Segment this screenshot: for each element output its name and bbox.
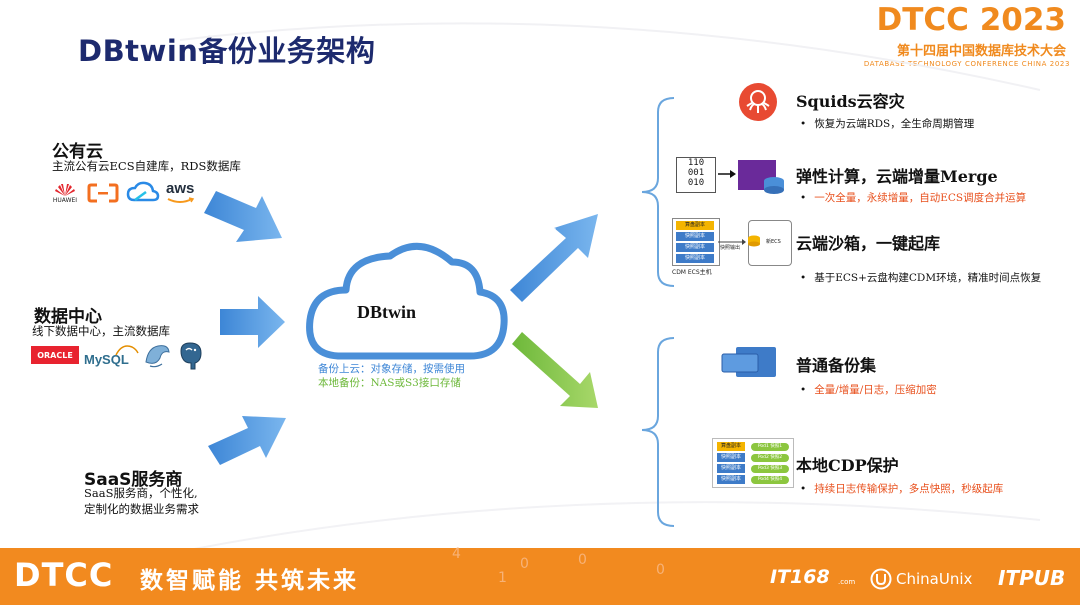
dtcc-logo: DTCC 2023 [876,2,1066,38]
backup-set-desc: •全量/增量/日志，压缩加密 [800,384,937,396]
squids-logo [738,82,778,122]
sandbox-diagram: 算盘副本 快照副本 快照副本 快照副本 CDM ECS主机 快照输出 新ECS [672,218,792,276]
backup-set-icon [721,347,776,377]
cdp-row: 快照副本 [717,453,745,462]
footer-decoration: 4 [452,546,461,562]
huawei-icon [55,183,75,196]
footer-slogan: 数智赋能 共筑未来 [140,568,360,594]
public-cloud-desc: 主流公有云ECS自建库，RDS数据库 [52,159,241,173]
mysql-dolphin-icon [115,345,139,356]
squid-icon [739,83,777,121]
arrow-data-center [220,296,285,348]
footer-decoration: 0 [578,552,587,568]
bracket-cloud [641,97,675,287]
footer-decoration: 0 [656,562,665,578]
label-backup-to-cloud: 备份上云 [508,223,557,237]
saas-desc-line1: SaaS服务商，个性化, [84,486,198,500]
tencent-cloud-logo [126,180,160,206]
footer-brand: DTCC [14,556,114,594]
dbtwin-label: DBtwin [357,302,417,322]
it168-suffix: .com [838,578,856,586]
footer-decoration: 0 [520,556,529,572]
data-center-title: 数据中心 [34,307,102,327]
saas-desc-line2: 定制化的数据业务需求 [84,502,199,516]
cdp-row: 算盘副本 [717,442,745,451]
arrow-public-cloud [204,191,282,242]
dbtwin-cloud [306,242,508,360]
cdp-row: 快照副本 [717,464,745,473]
mariadb-logo [142,340,172,370]
postgresql-elephant-icon [180,342,202,370]
cdp-diagram: 算盘副本 快照副本 快照副本 快照副本 Pod1 快照1 Pod2 快照2 Po… [712,438,794,488]
aws-smile-icon [167,197,195,203]
merge-diagram [718,160,784,194]
sandbox-desc: •基于ECS+云盘构建CDM环境，精准时间点恢复 [800,272,1042,284]
squids-desc: •恢复为云端RDS，全生命周期管理 [800,118,975,130]
conference-name-en: DATABASE TECHNOLOGY CONFERENCE CHINA 202… [863,60,1070,68]
cdp-desc: •持续日志传输保护，多点快照，秒级起库 [800,483,1004,495]
cdp-pill: Pod1 快照1 [751,443,789,451]
sandbox-row: 快照副本 [676,243,714,252]
tencent-cloud-icon [126,181,160,202]
squids-title: Squids云容灾 [796,92,905,111]
new-ecs-label: 新ECS [766,239,781,245]
cdp-title: 本地CDP保护 [796,456,899,475]
note-local-backup: 本地备份：NAS或S3接口存储 [318,377,461,389]
itpub-logo: ITPUB [998,566,1066,590]
public-cloud-title: 公有云 [52,142,103,162]
chinaunix-logo: ChinaUnix [896,570,973,588]
huawei-logo: HUAWEI [50,180,80,206]
sandbox-title: 云端沙箱，一键起库 [796,234,941,253]
sandbox-row: 快照副本 [676,232,714,241]
elastic-compute-title: 弹性计算，云端增量Merge [796,167,998,186]
sandbox-row: 算盘副本 [676,221,714,230]
cdp-pill: Pod3 快照3 [751,465,789,473]
saas-title: SaaS服务商 [84,470,183,490]
flow-diagram [204,97,675,527]
conference-name: 第十四届中国数据库技术大会 [896,44,1066,59]
snapshot-output-label: 快照输出 [720,245,741,251]
label-local-backup: 本地备份 [503,396,552,410]
elastic-compute-desc: •一次全量，永续增量，自动ECS调度合并运算 [800,192,1027,204]
postgresql-logo [177,341,205,371]
it168-logo: IT168 [770,566,830,588]
page-title: DBtwin备份业务架构 [78,34,376,68]
sandbox-arrows [718,235,760,247]
footer-bar [0,548,1080,605]
footer-decoration: 1 [498,570,507,586]
aliyun-logo [87,181,119,205]
mysql-logo: MySQL [84,343,140,369]
aliyun-icon [87,183,119,203]
cdm-host-label: CDM ECS主机 [672,269,712,276]
bit-matrix: 110 001 010 [676,157,716,193]
aws-logo: aws [166,180,196,206]
arrow-saas [208,416,286,465]
sandbox-row: 快照副本 [676,254,714,263]
note-cloud-backup: 备份上云：对象存储，按需使用 [318,363,465,375]
arrow-local-backup [512,332,598,408]
cdp-pill: Pod4 快照4 [751,476,789,484]
bracket-local [641,337,675,527]
arrow-backup-to-cloud [510,214,598,302]
oracle-logo: ORACLE [31,346,79,364]
backup-set-title: 普通备份集 [796,356,877,375]
cdp-row: 快照副本 [717,475,745,484]
chinaunix-icon [870,568,892,590]
cdp-pill: Pod2 快照2 [751,454,789,462]
mariadb-seal-icon [145,345,170,368]
data-center-desc: 线下数据中心，主流数据库 [32,324,170,338]
